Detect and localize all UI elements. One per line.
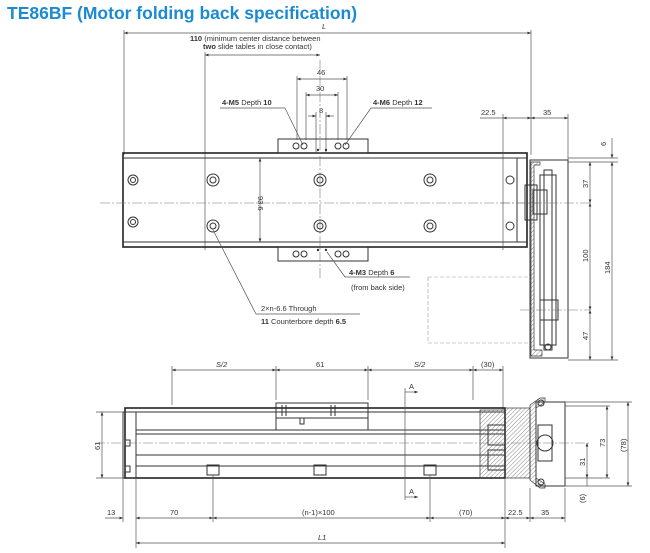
center-distance-label: 110 (minimum center distance between (190, 34, 321, 43)
dim-L: L (322, 22, 326, 31)
drawing-title: TE86BF (Motor folding back specification… (7, 3, 358, 23)
dim-13: 13 (107, 508, 115, 517)
dim-47: 47 (581, 332, 590, 340)
dim-L1: L1 (318, 533, 326, 542)
dim-93-6: 93.6 (256, 196, 265, 211)
dim-70: 70 (170, 508, 178, 517)
dim-184: 184 (603, 261, 612, 274)
mounting-holes (127, 173, 515, 233)
top-view: L 110 (minimum center distance between t… (100, 22, 540, 344)
m3-note: (from back side) (351, 283, 405, 292)
m5-callout: 4-M5 Depth 10 (222, 98, 272, 107)
dim-100: 100 (581, 249, 590, 262)
counterbore-callout: 11 Counterbore depth 6.5 (261, 317, 346, 326)
dim-70-paren: (70) (459, 508, 473, 517)
dim-s-half-left: S/2 (216, 360, 228, 369)
dim-73: 73 (598, 439, 607, 447)
dim-46: 46 (317, 68, 325, 77)
dim-6-paren: (6) (578, 493, 587, 503)
dim-31: 31 (578, 458, 587, 466)
dim-s-half-right: S/2 (414, 360, 426, 369)
section-a-top: A (409, 382, 414, 391)
dim-37: 37 (581, 180, 590, 188)
dim-22-5-bottom: 22.5 (508, 508, 523, 517)
dim-61-left: 61 (93, 442, 102, 450)
front-view: S/2 61 S/2 (30) A A 61 31 (6) (93, 360, 632, 548)
m6-callout: 4-M6 Depth 12 (373, 98, 423, 107)
center-distance-note: two slide tables in close contact) (203, 42, 312, 51)
dim-22-5: 22.5 (481, 108, 496, 117)
dim-35-bottom: 35 (541, 508, 549, 517)
m3-callout: 4-M3 Depth 6 (349, 268, 394, 277)
dim-30-paren: (30) (481, 360, 495, 369)
motor-side-view: 22.5 35 6 37 100 47 184 (480, 108, 618, 361)
dim-pitch: (n-1)×100 (302, 508, 335, 517)
section-a-bottom: A (409, 487, 414, 496)
dim-61-top: 61 (316, 360, 324, 369)
dim-6: 6 (599, 142, 608, 146)
dim-35: 35 (543, 108, 551, 117)
through-hole-callout: 2×n-6.6 Through (261, 304, 317, 313)
dim-8: 8 (319, 106, 323, 115)
dim-78-paren: (78) (619, 438, 628, 452)
